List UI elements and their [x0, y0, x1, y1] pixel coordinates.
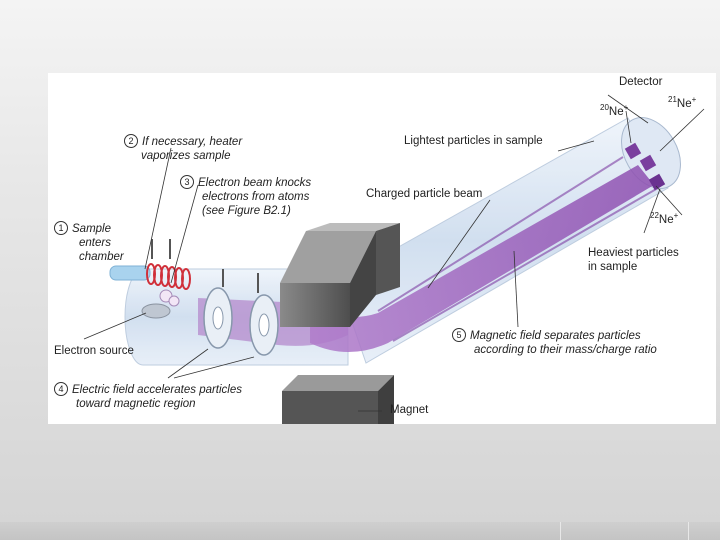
step-3-number: 3 — [180, 175, 194, 189]
ne22-label: 22Ne+ — [650, 211, 679, 226]
detector — [624, 142, 666, 191]
electron-source-label: Electron source — [54, 345, 134, 357]
charged-particle-beam-label: Charged particle beam — [366, 188, 483, 200]
mass-spectrometer-drawing — [83, 94, 705, 424]
ne20-label: 20Ne+ — [600, 103, 629, 118]
step-2-number: 2 — [124, 134, 138, 148]
magnet-upper — [280, 223, 400, 327]
footer-bar — [0, 522, 720, 540]
heaviest-particles-label: Heaviest particles in sample — [588, 247, 679, 273]
step-5-number: 5 — [452, 328, 466, 342]
footer-segment — [688, 522, 720, 540]
detector-label: Detector — [619, 76, 663, 88]
ne21-label: 21Ne+ — [668, 95, 697, 110]
heater-coil — [146, 263, 191, 290]
step-4-number: 4 — [54, 382, 68, 396]
electric-field-plates — [151, 239, 279, 356]
magnet-label: Magnet — [390, 404, 429, 416]
step-1-number: 1 — [54, 221, 68, 235]
electron-source — [141, 289, 180, 319]
leader-lines — [83, 94, 705, 412]
sample-inlet — [109, 265, 151, 281]
mass-spectrometer-figure: Detector 20Ne+ 21Ne+ 22Ne+ Lightest part… — [48, 73, 716, 424]
lightest-particles-label: Lightest particles in sample — [404, 135, 543, 147]
footer-segment — [560, 522, 687, 540]
magnet-lower — [282, 375, 394, 424]
